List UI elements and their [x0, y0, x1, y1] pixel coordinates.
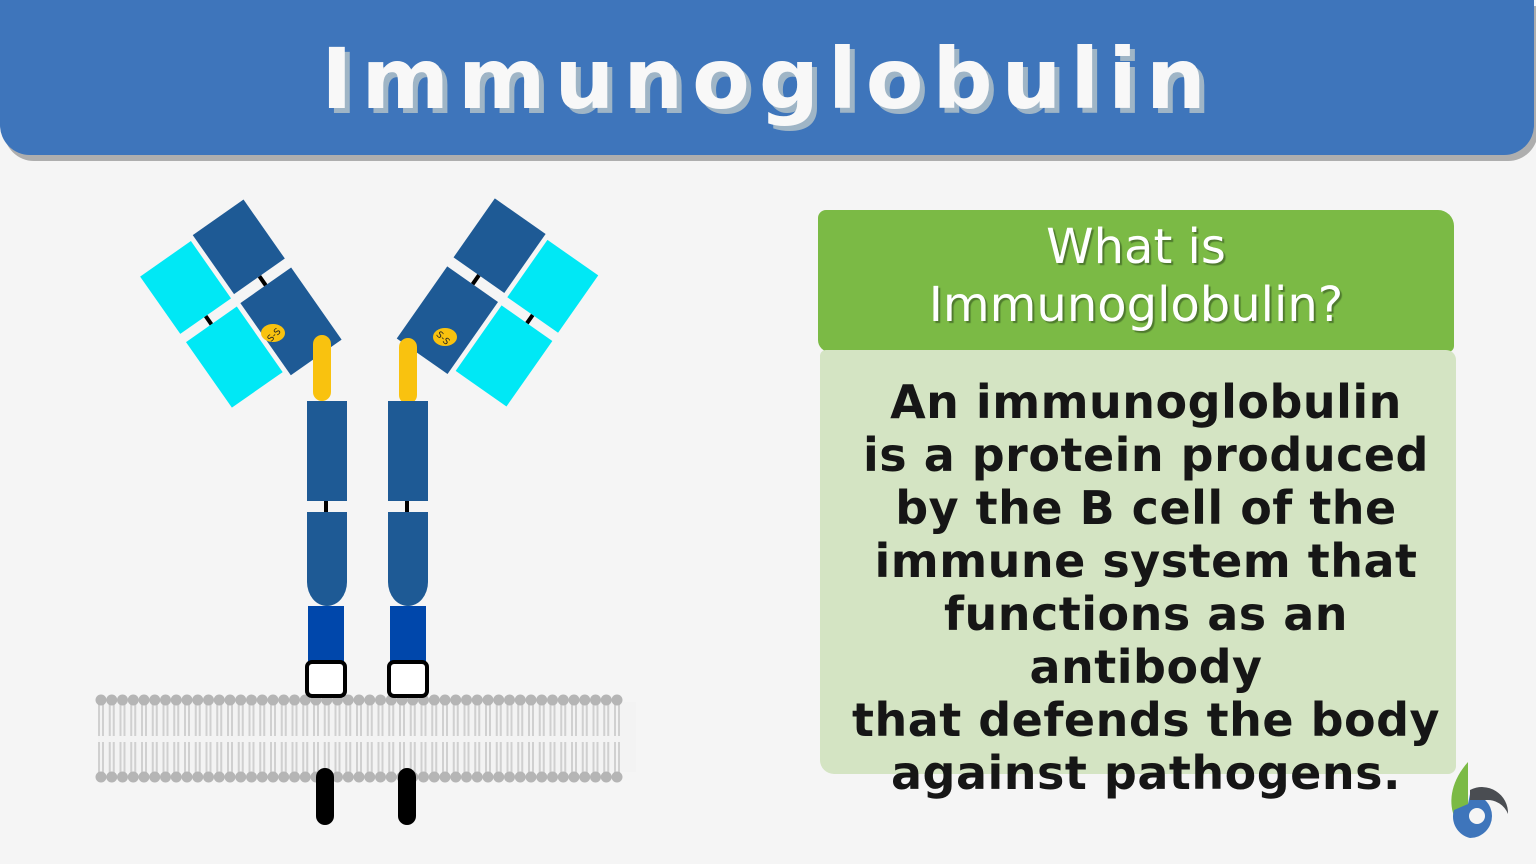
left-fab-arm: S-S [140, 199, 342, 408]
definition-line: functions as an antibody [943, 587, 1348, 694]
definition-line: by the B cell of the [895, 481, 1397, 535]
cytoplasmic-tail-right [398, 768, 416, 825]
question-heading: What is Immunoglobulin? [818, 218, 1454, 334]
question-panel [818, 210, 1454, 352]
hinge-left [313, 335, 331, 401]
question-line-2: Immunoglobulin? [928, 277, 1344, 333]
disulfide-bond-left [261, 324, 285, 342]
title-banner [0, 0, 1534, 155]
antibody-diagram: S-S S-S [95, 198, 636, 825]
definition-text: An immunoglobulin is a protein produced … [826, 376, 1466, 800]
definition-line: An immunoglobulin [890, 375, 1402, 429]
disulfide-bond-right [433, 328, 457, 346]
definition-line: that defends the body [851, 693, 1441, 747]
cytoplasmic-tail-left [316, 768, 334, 825]
fc-region [305, 401, 429, 698]
definition-panel [820, 350, 1456, 774]
right-fab-arm: S-S [396, 198, 599, 407]
brand-logo-icon [1451, 762, 1509, 838]
cell-membrane [95, 694, 636, 783]
definition-line: against pathogens. [891, 746, 1401, 800]
definition-line: is a protein produced [863, 428, 1429, 482]
question-line-1: What is [1046, 219, 1226, 275]
definition-line: immune system that [874, 534, 1418, 588]
page-title: Immunoglobulin [321, 30, 1215, 128]
hinge-right [399, 338, 417, 404]
